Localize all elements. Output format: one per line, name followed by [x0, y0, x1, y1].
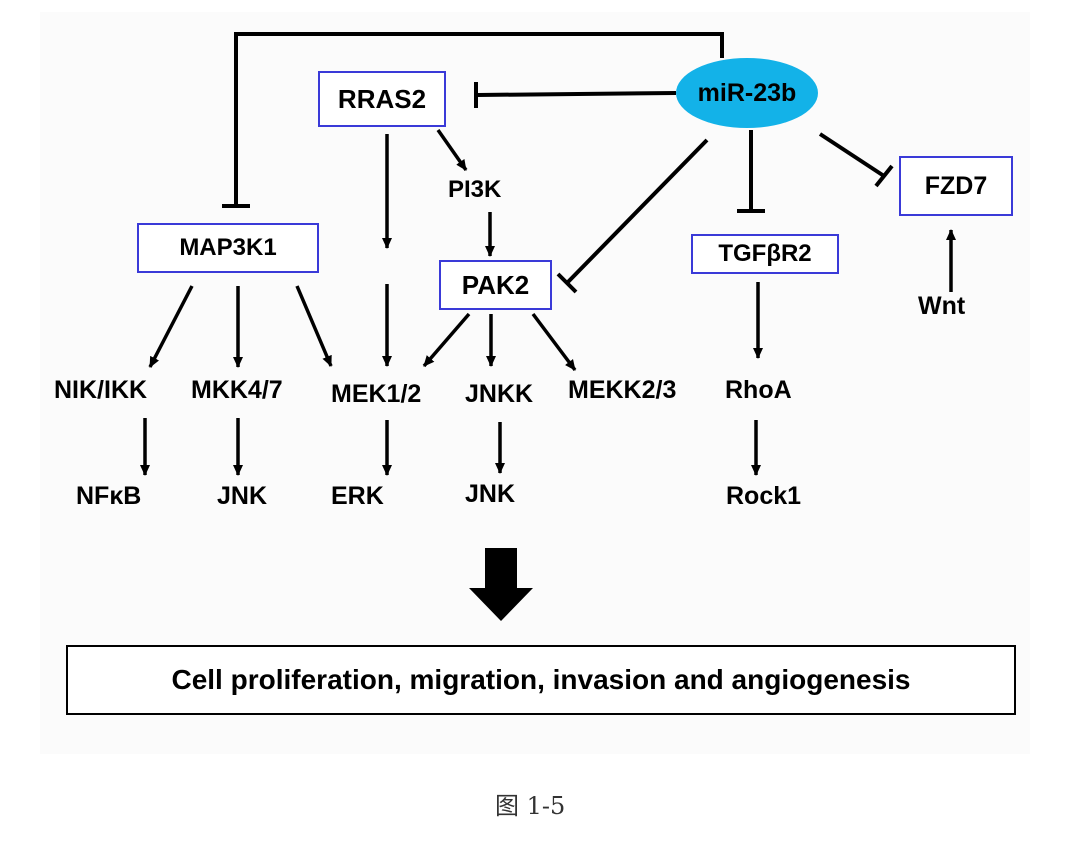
edge-pak2-mekk23 [531, 312, 577, 372]
edge-pak2-mek12 [422, 312, 471, 368]
node-mir23b-label: miR-23b [697, 78, 797, 107]
node-fzd7: FZD7 [899, 156, 1013, 216]
node-pak2: PAK2 [439, 260, 552, 310]
figure-background [40, 12, 1030, 754]
node-rock1: Rock1 [726, 482, 802, 510]
node-pak2-label: PAK2 [461, 270, 530, 300]
node-fzd7-label: FZD7 [924, 171, 988, 200]
node-rras2: RRAS2 [318, 71, 446, 127]
edge-mir23b-inhibits-pak2 [565, 138, 709, 285]
edge-map3k1-mek12 [295, 285, 333, 367]
edge-mir23b-inhibits-map3k1 [234, 32, 724, 204]
node-rras2-label: RRAS2 [337, 84, 427, 114]
node-nfkb: NFκB [76, 482, 142, 510]
outcome-box: Cell proliferation, migration, invasion … [66, 645, 1016, 715]
node-rhoa: RhoA [725, 376, 792, 404]
node-mek12: MEK1/2 [331, 380, 422, 408]
edge-map3k1-nikikk [148, 285, 194, 368]
node-nik-ikk: NIK/IKK [54, 376, 148, 404]
edge-mir23b-inhibits-fzd7 [818, 132, 886, 178]
tbar-pak2 [556, 272, 578, 294]
node-jnkk: JNKK [465, 380, 534, 408]
tbar-fzd7 [874, 164, 894, 188]
outcome-label: Cell proliferation, migration, invasion … [171, 664, 911, 695]
node-mkk47: MKK4/7 [191, 376, 283, 404]
node-mir23b: miR-23b [676, 58, 818, 128]
node-tgfbr2: TGFβR2 [691, 234, 839, 274]
node-map3k1-label: MAP3K1 [179, 234, 277, 261]
big-down-arrow [469, 548, 533, 621]
node-jnk-left: JNK [217, 482, 268, 510]
node-mekk23: MEKK2/3 [568, 376, 677, 404]
node-tgfbr2-label: TGFβR2 [718, 240, 812, 267]
edge-rras2-pi3k [436, 128, 468, 172]
node-wnt: Wnt [918, 292, 966, 320]
node-map3k1: MAP3K1 [137, 223, 319, 273]
node-jnk-right: JNK [465, 480, 516, 508]
edge-mir23b-inhibits-rras2 [477, 91, 677, 97]
figure-caption: 图 1-5 [495, 792, 566, 820]
node-pi3k: PI3K [448, 176, 502, 203]
node-erk: ERK [331, 482, 384, 510]
